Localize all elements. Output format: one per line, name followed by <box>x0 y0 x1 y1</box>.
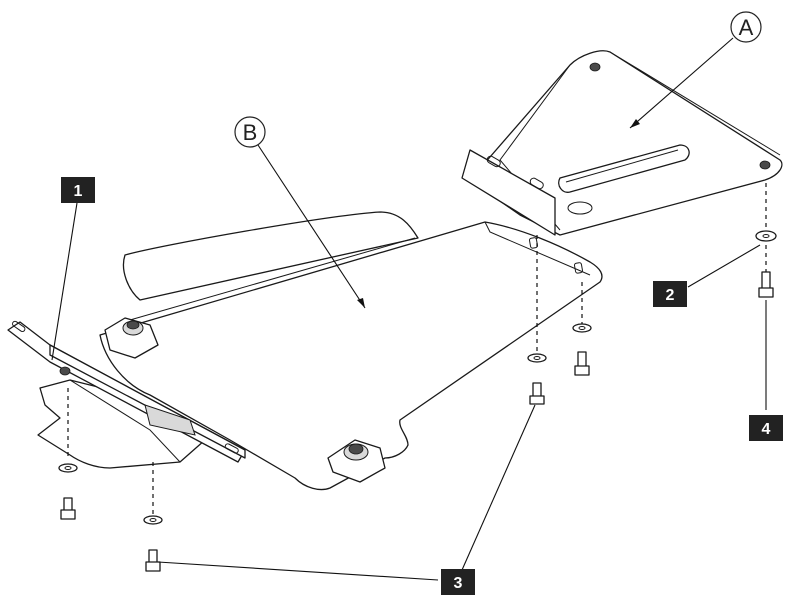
bolt-icon <box>60 497 76 520</box>
callout-4: 4 <box>749 415 783 441</box>
callout-b-label: B <box>243 120 258 145</box>
washer-icon <box>58 463 78 473</box>
callout-a: A <box>730 11 762 43</box>
skid-plate-b <box>99 211 603 491</box>
callout-1-label: 1 <box>74 183 83 200</box>
callout-3-label: 3 <box>454 575 463 592</box>
washer-icon <box>572 323 592 333</box>
crossmember-rail <box>7 320 246 469</box>
bolt-icon <box>145 549 161 572</box>
washer-icon <box>527 353 547 363</box>
leader-lines <box>51 37 767 581</box>
washer-icon <box>143 515 163 525</box>
callout-a-label: A <box>739 15 754 40</box>
bracket-bottom-b <box>327 439 386 483</box>
skid-plate-a <box>461 50 783 236</box>
callout-1: 1 <box>61 177 95 203</box>
callout-3: 3 <box>441 569 475 595</box>
callout-b: B <box>234 116 266 148</box>
washer-icon <box>755 230 777 242</box>
callout-2-label: 2 <box>666 287 675 304</box>
bolt-icon <box>758 271 774 298</box>
fasteners <box>58 183 777 572</box>
bracket-left-b <box>104 317 159 359</box>
callout-2: 2 <box>653 281 687 307</box>
bolt-icon <box>529 382 545 405</box>
callout-4-label: 4 <box>762 421 771 438</box>
bolt-icon <box>574 351 590 376</box>
